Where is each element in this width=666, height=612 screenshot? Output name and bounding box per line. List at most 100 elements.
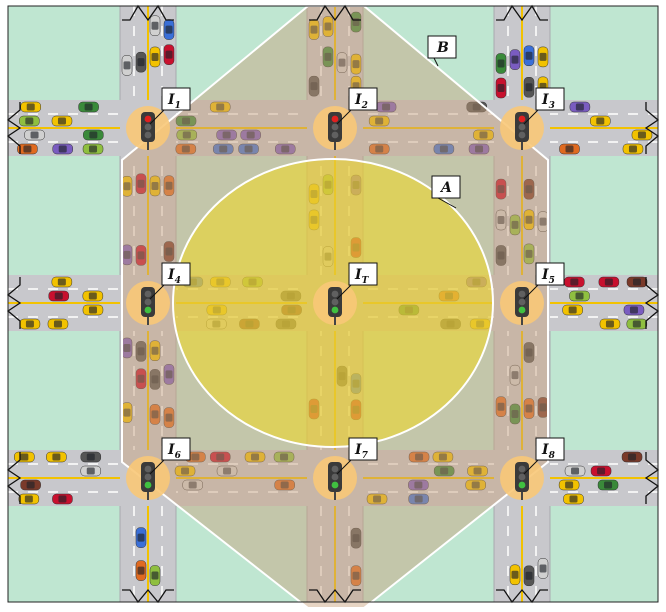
intersection-id-subscript: 3 bbox=[549, 101, 555, 111]
car bbox=[81, 466, 101, 476]
car bbox=[559, 480, 579, 490]
intersection-id-subscript: 5 bbox=[549, 276, 555, 286]
car bbox=[570, 102, 590, 112]
car bbox=[14, 452, 34, 462]
car bbox=[623, 144, 643, 154]
traffic-signal-i8 bbox=[500, 456, 544, 500]
signal-lamp-red bbox=[519, 466, 526, 473]
car bbox=[83, 130, 103, 140]
traffic-signal-i1 bbox=[126, 106, 170, 150]
car bbox=[627, 319, 647, 329]
traffic-signal-i5 bbox=[500, 281, 544, 325]
signal-lamp-yellow bbox=[145, 299, 152, 306]
car bbox=[21, 480, 41, 490]
traffic-signal-it bbox=[313, 281, 357, 325]
traffic-signal-i4 bbox=[126, 281, 170, 325]
signal-lamp-green bbox=[332, 307, 339, 314]
car bbox=[122, 55, 132, 75]
car bbox=[83, 305, 103, 315]
car bbox=[510, 50, 520, 70]
signal-lamp-red bbox=[332, 291, 339, 298]
signal-lamp-red bbox=[332, 116, 339, 123]
car bbox=[600, 319, 620, 329]
intersection-id-subscript: 7 bbox=[362, 451, 369, 461]
car bbox=[48, 319, 68, 329]
car bbox=[598, 480, 618, 490]
intersection-id-subscript: 8 bbox=[549, 451, 556, 461]
car bbox=[524, 77, 534, 97]
signal-lamp-red bbox=[145, 291, 152, 298]
signal-lamp-green bbox=[332, 132, 339, 139]
intersection-id-subscript: 6 bbox=[175, 451, 182, 461]
car bbox=[52, 116, 72, 126]
car bbox=[150, 16, 160, 36]
intersection-id-subscript: 2 bbox=[361, 101, 368, 111]
car bbox=[52, 494, 72, 504]
signal-lamp-yellow bbox=[145, 474, 152, 481]
signal-lamp-yellow bbox=[519, 124, 526, 131]
car bbox=[563, 305, 583, 315]
region-id-text: A bbox=[439, 180, 452, 196]
car bbox=[590, 116, 610, 126]
intersection-id-subscript: 4 bbox=[175, 276, 181, 286]
car bbox=[570, 291, 590, 301]
car bbox=[632, 130, 652, 140]
region-id-text: B bbox=[436, 40, 449, 56]
car bbox=[83, 291, 103, 301]
signal-lamp-red bbox=[519, 291, 526, 298]
car bbox=[496, 53, 506, 73]
car bbox=[564, 277, 584, 287]
signal-lamp-green bbox=[332, 482, 339, 489]
car bbox=[560, 144, 580, 154]
car bbox=[591, 466, 611, 476]
car bbox=[21, 102, 41, 112]
signal-lamp-yellow bbox=[519, 474, 526, 481]
car bbox=[150, 47, 160, 67]
signal-lamp-yellow bbox=[145, 124, 152, 131]
car bbox=[19, 116, 39, 126]
signal-lamp-green bbox=[145, 482, 152, 489]
car bbox=[510, 565, 520, 585]
intersection-id-subscript: 1 bbox=[175, 101, 181, 111]
signal-lamp-yellow bbox=[332, 299, 339, 306]
car bbox=[83, 144, 103, 154]
car bbox=[20, 319, 40, 329]
car bbox=[136, 52, 146, 72]
traffic-signal-i7 bbox=[313, 456, 357, 500]
signal-lamp-red bbox=[145, 116, 152, 123]
car bbox=[52, 277, 72, 287]
car bbox=[624, 305, 644, 315]
signal-lamp-yellow bbox=[519, 299, 526, 306]
car bbox=[564, 494, 584, 504]
signal-lamp-green bbox=[519, 307, 526, 314]
traffic-signal-i2 bbox=[313, 106, 357, 150]
car bbox=[538, 558, 548, 578]
car bbox=[524, 566, 534, 586]
signal-lamp-green bbox=[145, 307, 152, 314]
car bbox=[136, 528, 146, 548]
car bbox=[496, 78, 506, 98]
car bbox=[81, 452, 101, 462]
car bbox=[25, 130, 45, 140]
car bbox=[164, 45, 174, 65]
car bbox=[599, 277, 619, 287]
car bbox=[49, 291, 69, 301]
traffic-signal-i6 bbox=[126, 456, 170, 500]
car bbox=[150, 566, 160, 586]
signal-lamp-red bbox=[145, 466, 152, 473]
signal-lamp-green bbox=[145, 132, 152, 139]
signal-lamp-green bbox=[519, 132, 526, 139]
car bbox=[136, 561, 146, 581]
car bbox=[53, 144, 73, 154]
traffic-signal-i3 bbox=[500, 106, 544, 150]
car bbox=[79, 102, 99, 112]
car bbox=[164, 20, 174, 40]
signal-lamp-red bbox=[519, 116, 526, 123]
signal-lamp-green bbox=[519, 482, 526, 489]
car bbox=[524, 46, 534, 66]
car bbox=[46, 452, 66, 462]
car bbox=[538, 47, 548, 67]
car bbox=[565, 466, 585, 476]
signal-lamp-yellow bbox=[332, 474, 339, 481]
